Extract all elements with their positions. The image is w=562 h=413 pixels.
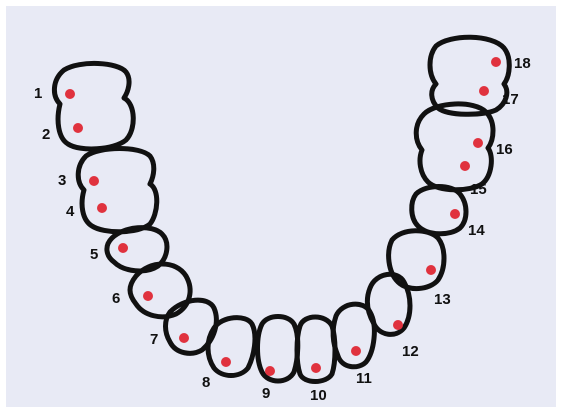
- label-11: 11: [356, 370, 372, 387]
- tooth-right-central-incisor: [294, 314, 338, 384]
- marker-10: [311, 363, 321, 373]
- marker-4: [97, 203, 107, 213]
- label-1: 1: [34, 85, 42, 102]
- label-10: 10: [310, 387, 327, 404]
- label-2: 2: [42, 126, 50, 143]
- marker-2: [73, 123, 83, 133]
- tooth-right-lateral-incisor: [330, 301, 377, 370]
- marker-1: [65, 89, 75, 99]
- marker-11: [351, 346, 361, 356]
- marker-9: [265, 366, 275, 376]
- label-14: 14: [468, 222, 485, 239]
- marker-12: [393, 320, 403, 330]
- marker-5: [118, 243, 128, 253]
- label-15: 15: [470, 181, 487, 198]
- marker-15: [460, 161, 470, 171]
- label-9: 9: [262, 385, 270, 402]
- label-6: 6: [112, 290, 120, 307]
- label-17: 17: [502, 91, 519, 108]
- marker-7: [179, 333, 189, 343]
- label-12: 12: [402, 343, 419, 360]
- tooth-left-premolar-2: [127, 261, 193, 320]
- tooth-left-molar-2: [75, 146, 160, 235]
- marker-group: [65, 57, 501, 376]
- marker-6: [143, 291, 153, 301]
- marker-14: [450, 209, 460, 219]
- marker-13: [426, 265, 436, 275]
- marker-8: [221, 357, 231, 367]
- tooth-right-molar-1: [427, 34, 512, 117]
- label-16: 16: [496, 141, 513, 158]
- label-7: 7: [150, 331, 158, 348]
- marker-18: [491, 57, 501, 67]
- marker-16: [473, 138, 483, 148]
- label-13: 13: [434, 291, 451, 308]
- marker-3: [89, 176, 99, 186]
- diagram-background: [6, 6, 556, 407]
- tooth-left-canine: [163, 297, 219, 356]
- tooth-left-molar-1: [52, 60, 136, 152]
- label-8: 8: [202, 374, 210, 391]
- tooth-left-central-incisor: [255, 314, 301, 384]
- label-4: 4: [66, 203, 75, 220]
- tooth-left-lateral-incisor: [205, 315, 258, 378]
- marker-17: [479, 86, 489, 96]
- label-3: 3: [58, 172, 66, 189]
- label-5: 5: [90, 246, 98, 263]
- label-18: 18: [514, 55, 531, 72]
